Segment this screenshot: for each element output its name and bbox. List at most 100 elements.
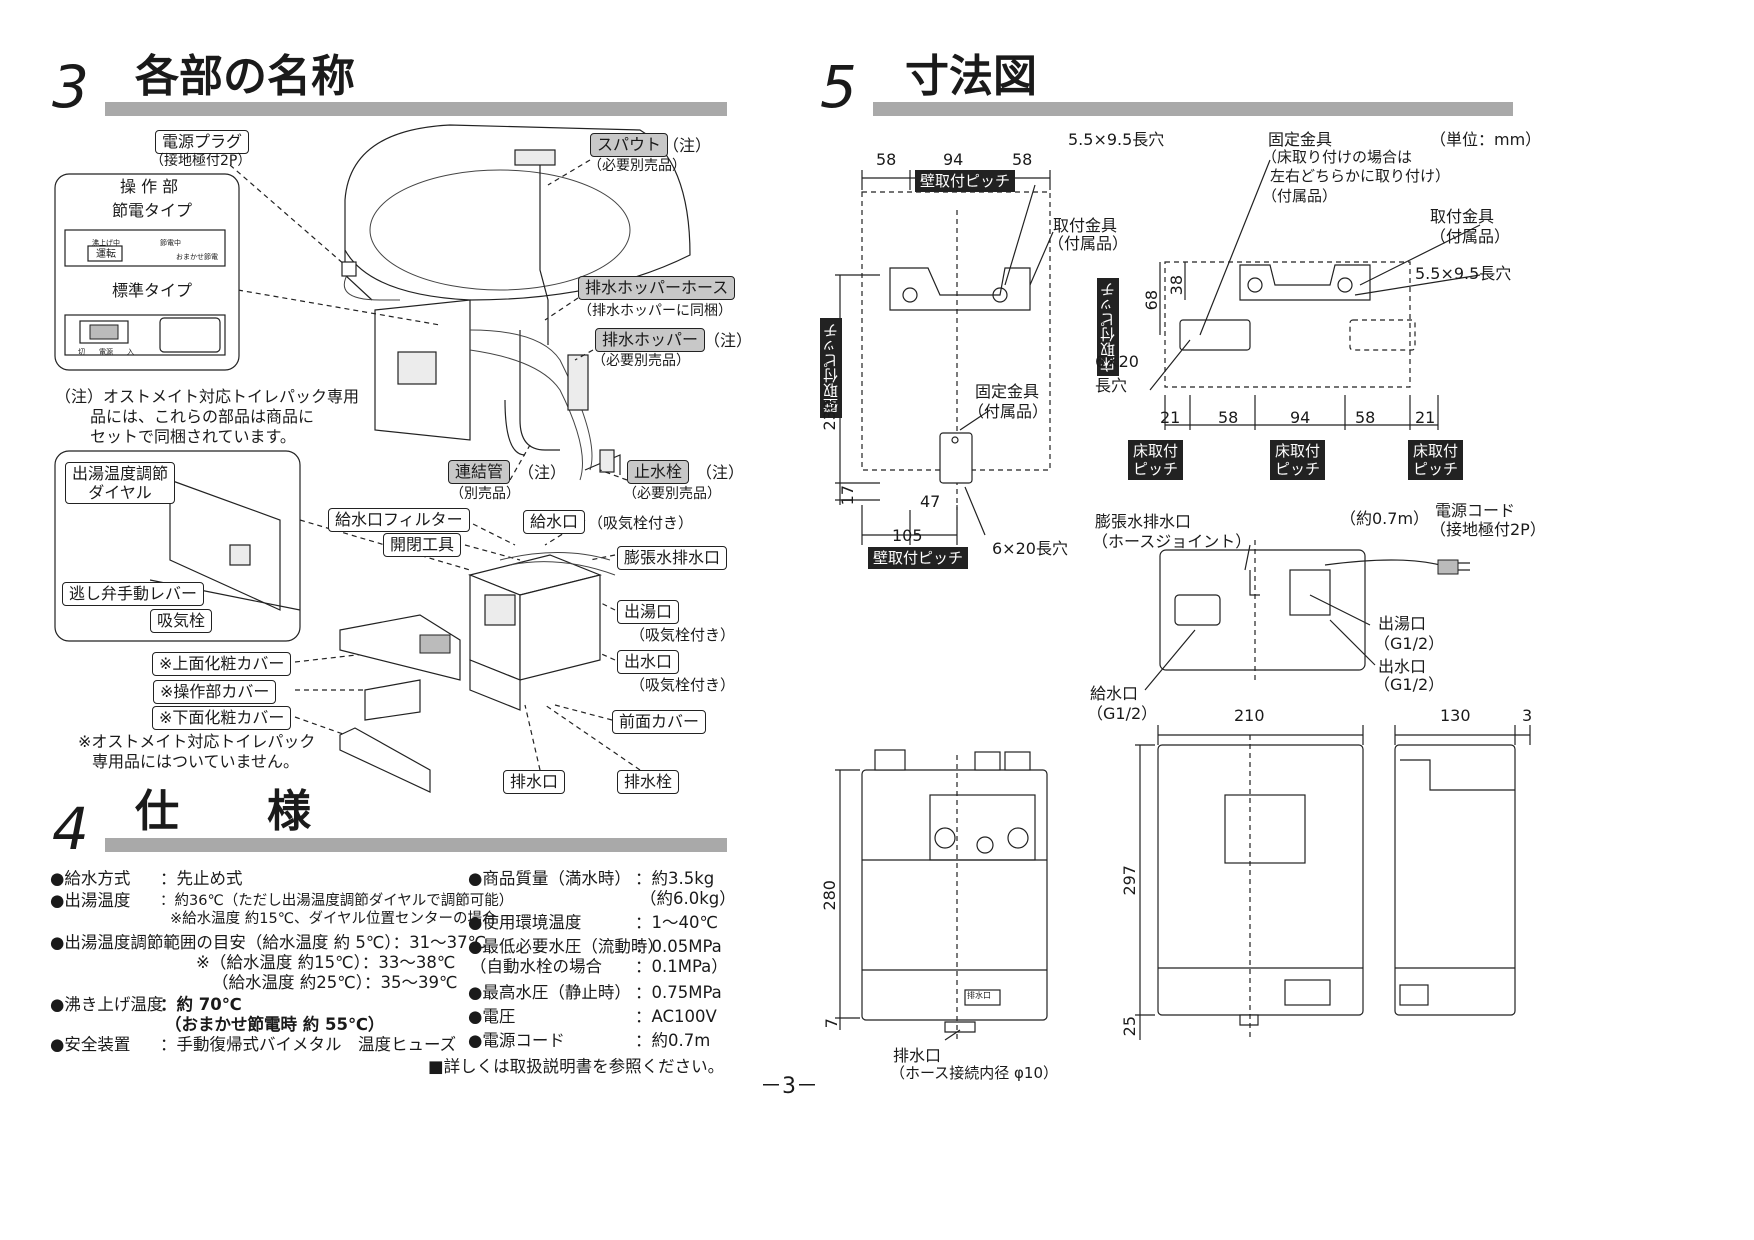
spec-r6-k: ●電圧 (468, 1007, 516, 1026)
spec-l6-v: ：約 70℃ (160, 995, 242, 1014)
label-hopper-hose: 排水ホッパーホース (578, 276, 736, 300)
spec-l0-v: ：先止め式 (160, 869, 243, 888)
label-spout-sub: （必要別売品） (588, 158, 686, 174)
label-temp-dial-2: ダイヤル (88, 483, 152, 502)
label-temp-dial: 出湯温度調節 ダイヤル (65, 462, 176, 504)
spec-r2-v: ：1～40℃ (635, 913, 719, 932)
spec-l0-k: ●給水方式 (50, 869, 131, 888)
dim-fix-bracket2-sub1: （床取り付けの場合は (1262, 148, 1413, 166)
dim-280: 280 (820, 880, 839, 911)
dim-water-out-g: （G1/2） (1374, 675, 1445, 694)
label-drain-port: 排水口 (503, 770, 566, 794)
label-op-cover: ※操作部カバー (153, 680, 277, 704)
label-power-plug-sub: （接地極付2P） (150, 153, 252, 169)
dim-105: 105 (892, 526, 923, 545)
spec-r3-k: ●最低必要水圧（流動時） (468, 937, 664, 956)
sink-illustration (341, 124, 691, 481)
dim-58a: 58 (876, 150, 897, 169)
label-hopper: 排水ホッパー (595, 328, 706, 352)
label-hopper-hose-sub: （排水ホッパーに同梱） (578, 303, 732, 319)
label-stop-valve-note: （注） (696, 463, 745, 482)
floor-pitch-3-b: ピッチ (1413, 460, 1459, 478)
dim-210: 210 (1234, 706, 1265, 725)
label-open-tool: 開閉工具 (383, 533, 462, 557)
wall-pitch-top: 壁取付ピッチ (915, 170, 1016, 192)
side-view-drawing (1394, 725, 1531, 1016)
label-spout: スパウト (590, 133, 669, 157)
section-5-title: 寸法図 (905, 51, 1037, 102)
dim-bracket2: 取付金具 (1430, 207, 1495, 226)
cover-note-2: 専用品にはついていません。 (92, 752, 300, 771)
label-hot-outlet: 出湯口 (617, 600, 680, 624)
spec-r3-v: ：0.05MPa (635, 937, 722, 956)
dim-21a: 21 (1160, 408, 1181, 427)
dim-3: 3 (1522, 706, 1533, 725)
floor-pitch-2-b: ピッチ (1275, 460, 1321, 478)
label-stop-valve-sub: （必要別売品） (623, 486, 721, 502)
dim-expansion-2: （ホースジョイント） (1092, 532, 1252, 551)
std-type-label: 標準タイプ (112, 281, 193, 300)
section-4-number: 4 (52, 795, 89, 863)
section-3-bar (105, 102, 727, 116)
wall-pitch-bottom: 壁取付ピッチ (868, 547, 969, 569)
dim-supply-in: 給水口 (1090, 684, 1139, 703)
dim-fix-bracket2: 固定金具 (1268, 130, 1333, 149)
spec-l8-v: ：手動復帰式バイメタル 温度ヒューズ (160, 1035, 457, 1054)
dim-unit: （単位：mm） (1430, 130, 1542, 149)
label-top-cover: ※上面化粧カバー (152, 652, 292, 676)
dim-17: 17 (838, 485, 857, 506)
floor-pitch-1-a: 床取付 (1133, 442, 1179, 460)
dim-58b: 58 (1012, 150, 1033, 169)
dim-68: 68 (1142, 290, 1161, 311)
spec-l2-v: ※給水温度 約15℃、ダイヤル位置センターの場合 (170, 911, 497, 927)
dim-hot-out: 出湯口 (1378, 614, 1427, 633)
label-connect-pipe-note: （注） (518, 463, 567, 482)
dim-hot-out-g: （G1/2） (1374, 634, 1445, 653)
spec-r6-v: ：AC100V (635, 1007, 717, 1026)
floor-pitch-3: 床取付 ピッチ (1408, 440, 1464, 480)
spec-r4-v: ：0.1MPa） (635, 957, 728, 976)
dim-bracket2-sub: （付属品） (1430, 227, 1511, 246)
dim-expansion-1: 膨張水排水口 (1095, 512, 1192, 531)
dim-47: 47 (920, 492, 941, 511)
dim-bracket-sub: （付属品） (1048, 234, 1129, 253)
dim-supply-in-g: （G1/2） (1087, 704, 1158, 723)
label-hopper-note: （注） (704, 331, 753, 350)
cover-note-1: ※オストメイト対応トイレパック (78, 732, 316, 751)
spec-r2-k: ●使用環境温度 (468, 913, 582, 932)
eco-panel-lbl3: おまかせ節電 (176, 253, 218, 261)
spec-r0-k: ●商品質量（満水時） (468, 869, 631, 888)
label-temp-dial-1: 出湯温度調節 (72, 464, 169, 483)
label-supply-port-sub: （吸気栓付き） (588, 514, 694, 532)
dim-slot-6x20b-2: 長穴 (1095, 376, 1128, 395)
spec-l3-k: ●出湯温度調節範囲の目安（給水温度 約 5℃）：31～37℃ (50, 933, 487, 952)
label-hot-outlet-sub: （吸気栓付き） (630, 626, 736, 644)
page-number: －3－ (760, 1074, 818, 1099)
dim-drain: 排水口 (893, 1046, 942, 1065)
spec-l1-v: ：約36℃（ただし出湯温度調節ダイヤルで調節可能） (160, 893, 514, 909)
floor-pitch-1: 床取付 ピッチ (1128, 440, 1184, 480)
dim-130: 130 (1440, 706, 1471, 725)
spec-l8-k: ●安全装置 (50, 1035, 131, 1054)
label-power-plug: 電源プラグ (155, 130, 250, 154)
dim-94b: 94 (1290, 408, 1311, 427)
dim-7: 7 (822, 1018, 841, 1029)
section-4-title: 仕 様 (135, 786, 311, 837)
exploded-heater (339, 552, 616, 793)
section-5-bar (873, 102, 1513, 116)
dim-fix-bracket: 固定金具 (975, 382, 1040, 401)
eco-panel-lbl1: 沸上げ中 (92, 239, 120, 247)
dim-94a: 94 (943, 150, 964, 169)
spec-r1-v: （約6.0kg） (640, 889, 736, 908)
label-air-valve: 吸気栓 (150, 609, 213, 633)
section-3-title: 各部の名称 (135, 51, 355, 102)
label-relief-lever: 逃し弁手動レバー (62, 582, 205, 606)
floor-mount-drawing (1149, 159, 1481, 430)
front-view-drawing (835, 749, 1048, 1041)
eco-panel-btn: 運転 (96, 249, 116, 260)
spec-l6-k: ●沸き上げ温度 (50, 995, 164, 1014)
spec-r0-v: ：約3.5kg (635, 869, 715, 888)
spec-l1-k: ●出湯温度 (50, 891, 131, 910)
dim-drain-tag: 排水口 (967, 991, 991, 1000)
label-drain-plug: 排水栓 (617, 770, 680, 794)
